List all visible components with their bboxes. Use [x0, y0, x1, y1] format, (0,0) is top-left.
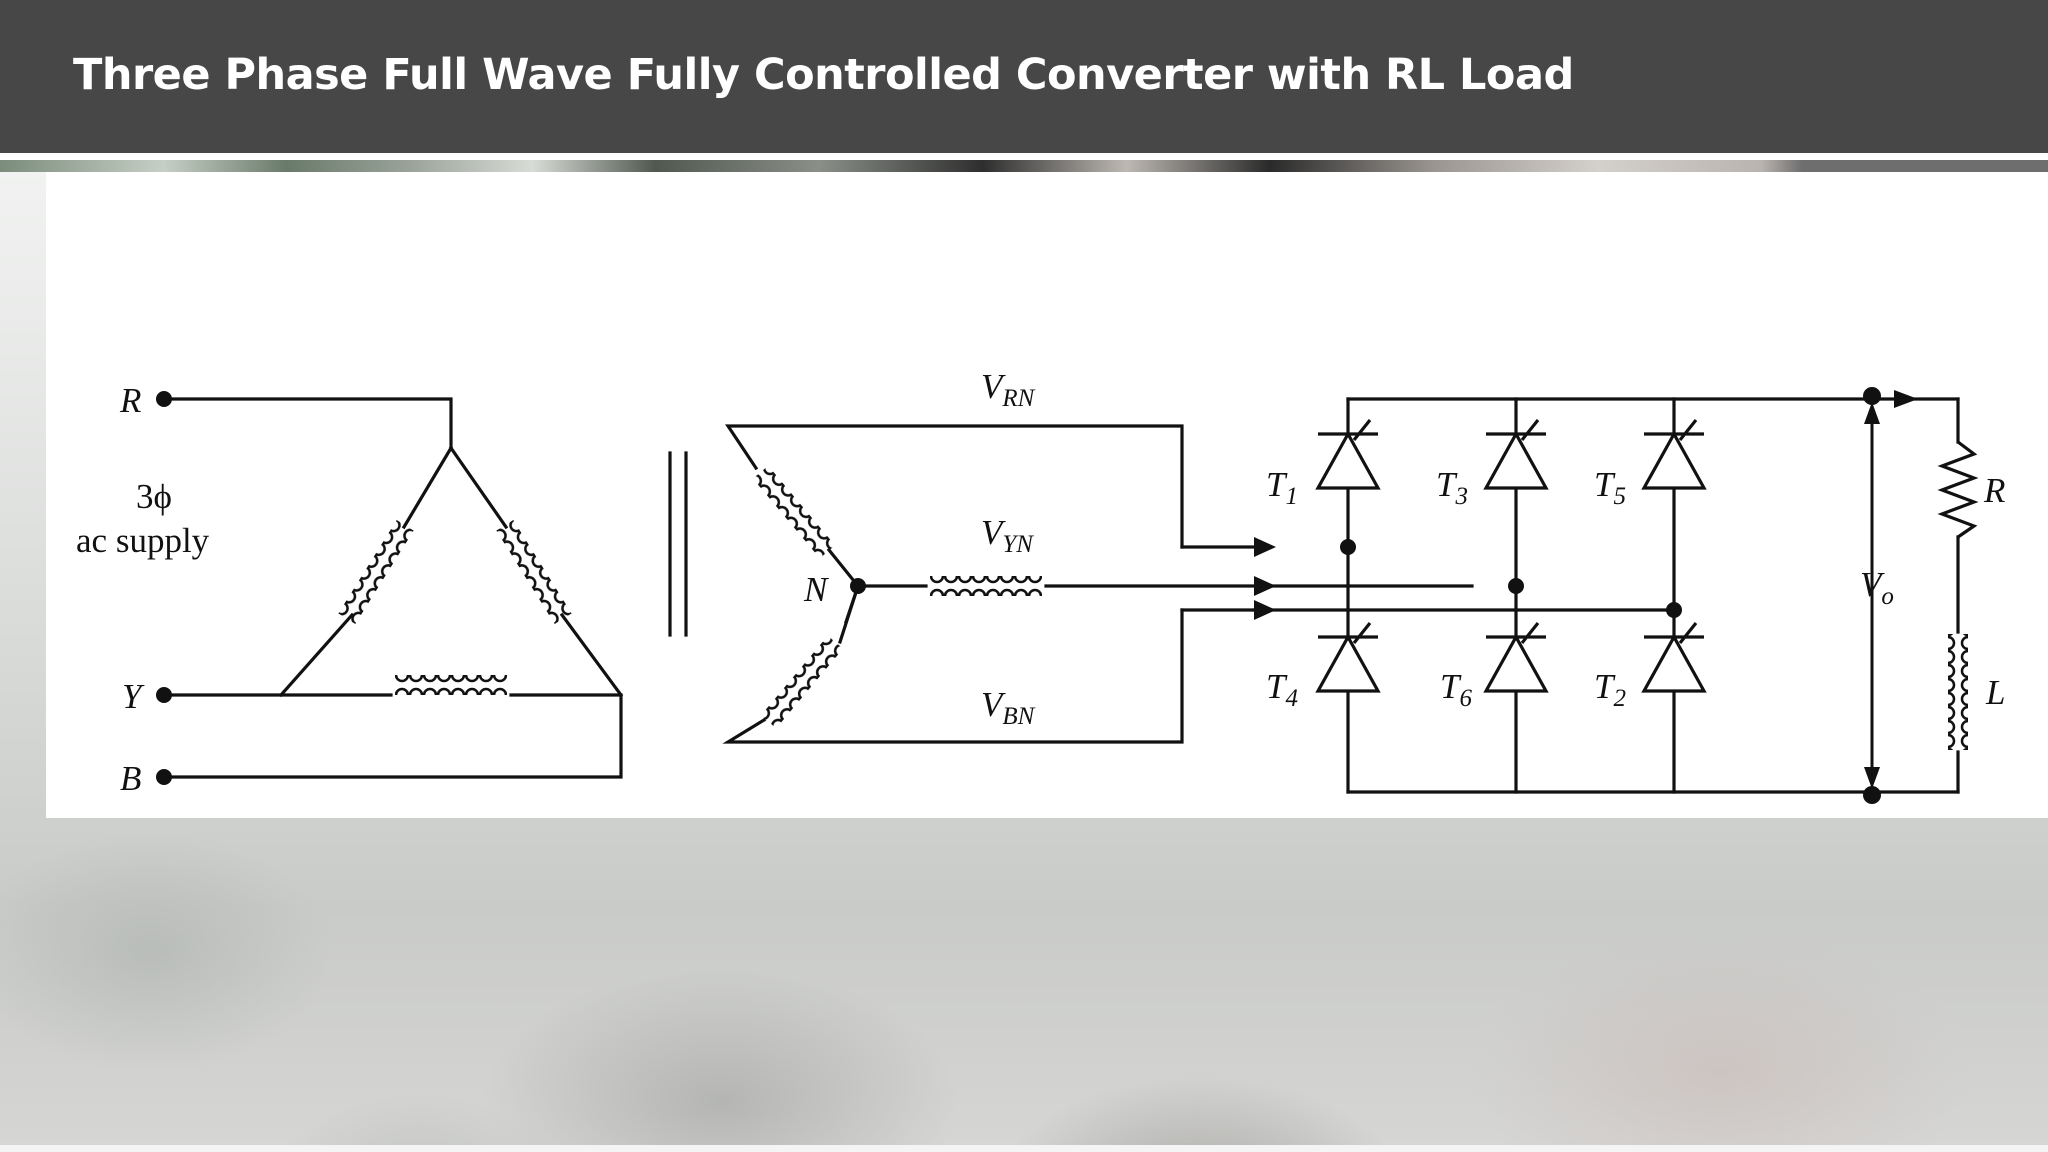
thyristor-t4: [1315, 622, 1381, 693]
neutral-label: N: [803, 570, 829, 609]
thyristor-t2: [1641, 622, 1707, 693]
t3-label: T3: [1436, 465, 1468, 510]
supply-type-label: ac supply: [76, 521, 210, 560]
thyristor-t1: [1315, 419, 1381, 490]
delta-coil-left: [338, 520, 414, 624]
thyristor-t6: [1483, 622, 1549, 693]
terminal-r-label: R: [119, 381, 141, 420]
transformer-core: [668, 451, 688, 637]
primary-delta-winding: [162, 397, 624, 779]
bottom-band: [0, 1145, 2048, 1152]
star-coil-r: [752, 465, 836, 559]
circuit-diagram: R Y B 3ϕ ac supply N VRN VYN VBN T1 T3 T…: [76, 367, 2005, 804]
output-current-arrow: [1894, 390, 1918, 408]
t5-label: T5: [1594, 465, 1626, 510]
header-photo-strip: [0, 160, 2048, 172]
load-inductor: [1948, 634, 1968, 750]
t4-label: T4: [1266, 667, 1298, 712]
t2-label: T2: [1594, 667, 1626, 712]
output-voltage-label: Vo: [1860, 565, 1894, 610]
load-resistor: [1937, 440, 1979, 539]
terminal-b-label: B: [120, 759, 141, 798]
secondary-star-winding: [722, 424, 1674, 744]
thyristor-t3: [1483, 419, 1549, 490]
t1-label: T1: [1266, 465, 1298, 510]
star-coil-y: [930, 576, 1042, 596]
supply-phase-label: 3ϕ: [136, 477, 172, 516]
vyn-label: VYN: [981, 513, 1034, 558]
t6-label: T6: [1440, 667, 1472, 712]
terminal-y-label: Y: [122, 677, 145, 716]
delta-coil-bottom: [395, 675, 507, 695]
circuit-diagram-panel: R Y B 3ϕ ac supply N VRN VYN VBN T1 T3 T…: [46, 172, 2048, 818]
load-inductor-label: L: [1985, 673, 2005, 712]
vbn-label: VBN: [981, 685, 1036, 730]
star-coil-b: [760, 635, 844, 729]
slide-header: Three Phase Full Wave Fully Controlled C…: [0, 0, 2048, 153]
thyristor-t5: [1641, 419, 1707, 490]
output-voltage-arrow: [1864, 402, 1880, 789]
vrn-label: VRN: [981, 367, 1036, 412]
slide-title: Three Phase Full Wave Fully Controlled C…: [73, 50, 1574, 100]
phase-input-arrows: [1254, 537, 1276, 620]
delta-coil-right: [496, 520, 572, 624]
junction-dots: [156, 387, 1881, 804]
header-divider: [0, 153, 2048, 160]
load-resistor-label: R: [1983, 471, 2005, 510]
